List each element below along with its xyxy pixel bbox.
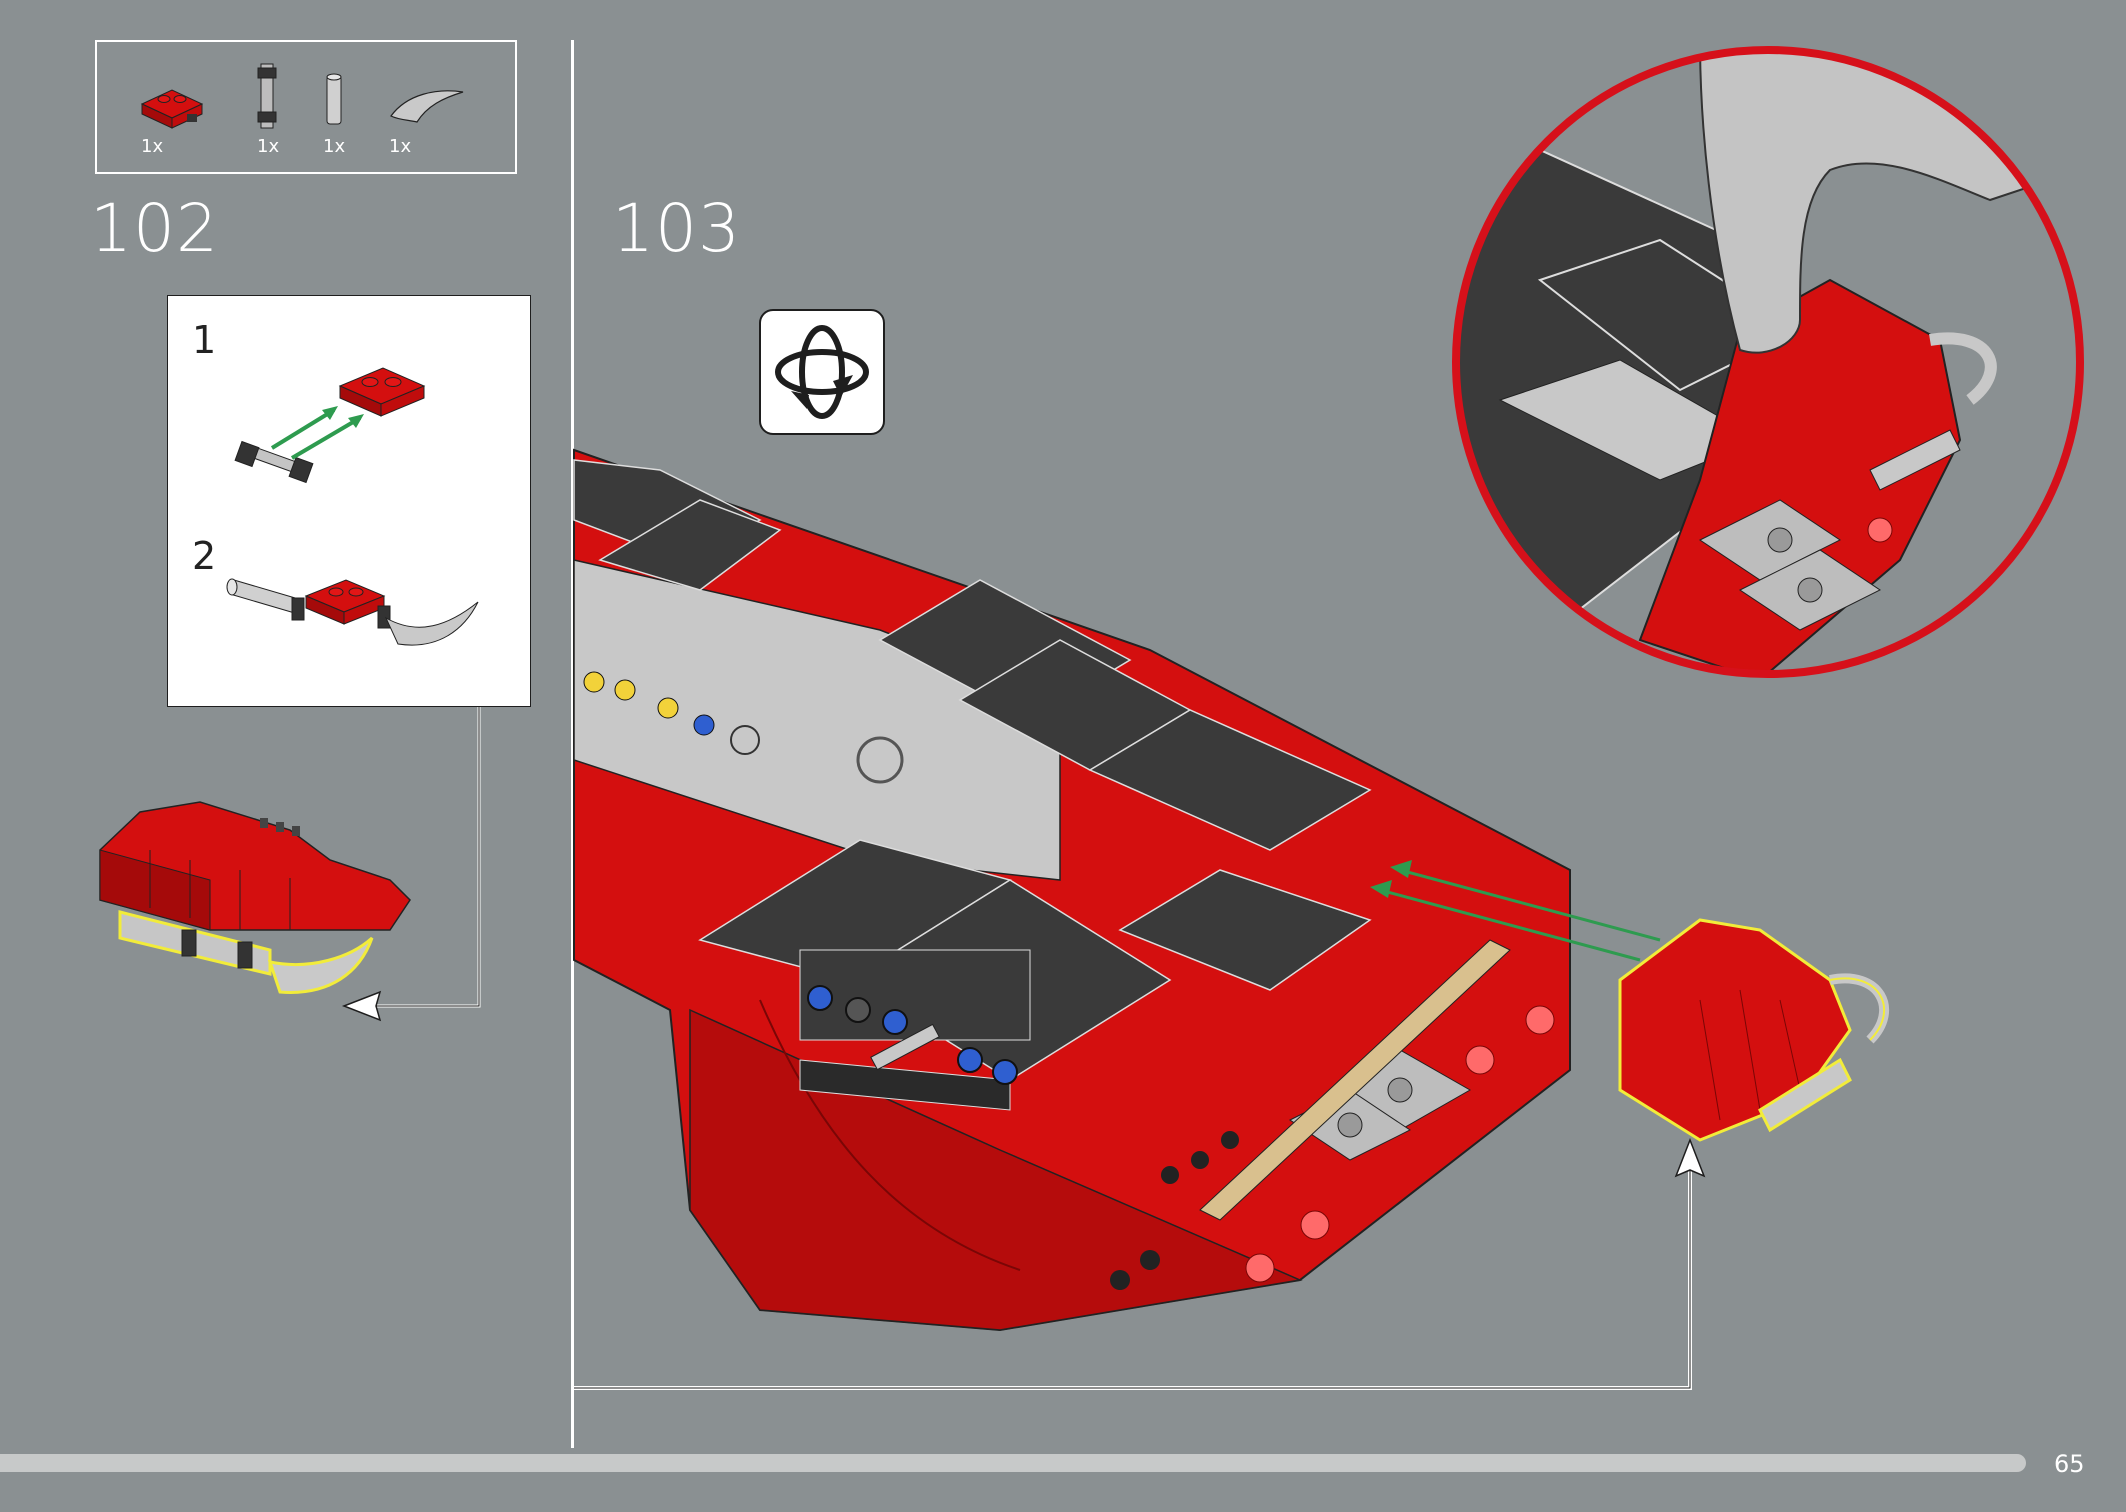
- substep-2-illustration: [226, 578, 479, 646]
- light-gray-bar-icon: [326, 73, 342, 125]
- step-divider: [571, 40, 574, 1448]
- part-qty-3: 1x: [323, 136, 346, 157]
- substep-1-illustration: [234, 367, 426, 484]
- step-number-102: 102: [90, 190, 219, 267]
- footer-progress-bar: [0, 1454, 2026, 1472]
- rotate-model-icon: [759, 309, 885, 435]
- subassembly-box: 1 2: [167, 295, 531, 707]
- part-qty-1: 1x: [141, 136, 164, 157]
- step-number-103: 103: [612, 190, 741, 267]
- part-qty-4: 1x: [389, 136, 412, 157]
- step-102-assembly-illustration: [99, 801, 411, 994]
- part-qty-2: 1x: [257, 136, 280, 157]
- silver-curved-horn-icon: [390, 90, 464, 123]
- substep-number-1: 1: [192, 318, 217, 362]
- red-plate-with-clips-icon: [140, 89, 204, 129]
- substep-number-2: 2: [192, 534, 217, 578]
- parts-list-box: 1x 1x 1x 1x: [95, 40, 517, 174]
- dark-gray-bar-with-stoppers-icon: [257, 63, 277, 129]
- page-number: 65: [2054, 1450, 2085, 1478]
